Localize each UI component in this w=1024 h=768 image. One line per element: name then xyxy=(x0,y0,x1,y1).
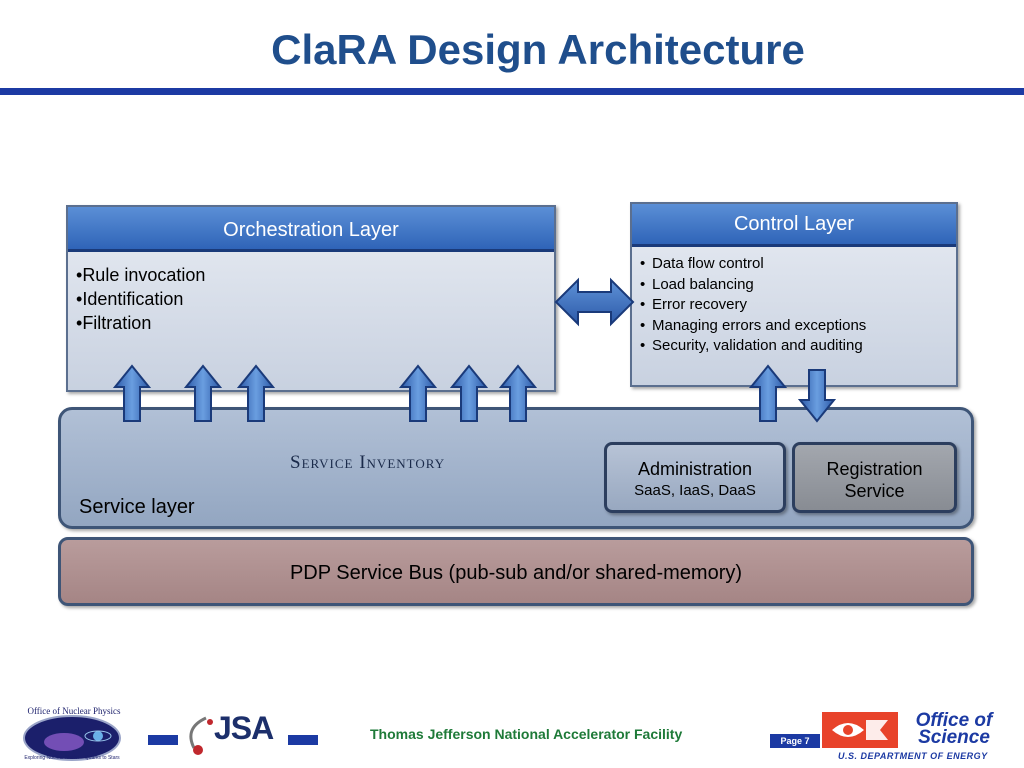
page-number: Page 7 xyxy=(770,734,820,748)
jsa-logo-text: JSA xyxy=(214,710,274,746)
office-of-science-logo xyxy=(822,712,898,748)
orchestration-layer-box: Orchestration Layer Rule invocation Iden… xyxy=(66,205,556,392)
administration-subtitle: SaaS, IaaS, DaaS xyxy=(634,482,756,499)
science-line: Science xyxy=(918,727,990,748)
administration-box: Administration SaaS, IaaS, DaaS xyxy=(604,442,786,513)
control-bullet: Error recovery xyxy=(640,295,866,316)
double-arrow xyxy=(554,277,635,327)
control-bullet: Load balancing xyxy=(640,275,866,296)
control-bullet: Security, validation and auditing xyxy=(640,336,866,357)
office-of-nuclear-physics-logo: Office of Nuclear Physics Exploring Nucl… xyxy=(23,706,121,761)
administration-title: Administration xyxy=(637,459,753,479)
service-inventory-label: Service Inventory xyxy=(290,452,446,473)
footer-bar-left xyxy=(148,735,178,745)
orchestration-bullet: Rule invocation xyxy=(76,263,205,287)
office-of-line: Office of xyxy=(915,710,993,731)
office-of-science-text: Office of Science xyxy=(904,710,1004,748)
jsa-logo xyxy=(189,716,213,755)
orchestration-layer-header: Orchestration Layer xyxy=(68,207,554,252)
control-bullet: Managing errors and exceptions xyxy=(640,316,866,337)
slide-title: ClaRA Design Architecture xyxy=(271,26,805,73)
title-rule xyxy=(0,88,1024,95)
doe-text: U.S. DEPARTMENT OF ENERGY xyxy=(838,751,988,761)
onp-logo-title: Office of Nuclear Physics xyxy=(27,706,121,716)
onp-logo-tagline: Exploring Nuclear Matter – Quarks to Sta… xyxy=(24,755,120,761)
facility-name: Thomas Jefferson National Accelerator Fa… xyxy=(370,726,683,742)
control-layer-header: Control Layer xyxy=(632,204,956,247)
orchestration-bullet: Identification xyxy=(76,287,205,311)
pdp-service-bus: PDP Service Bus (pub-sub and/or shared-m… xyxy=(58,537,974,606)
registration-service-box: Registration Service xyxy=(792,442,957,513)
registration-line1: Registration xyxy=(826,459,923,479)
control-bullets: Data flow control Load balancing Error r… xyxy=(640,254,866,357)
control-layer-box: Control Layer Data flow control Load bal… xyxy=(630,202,958,387)
control-bullet: Data flow control xyxy=(640,254,866,275)
footer-bar-mid xyxy=(288,735,318,745)
registration-line2: Service xyxy=(844,481,905,501)
orchestration-bullets: Rule invocation Identification Filtratio… xyxy=(76,263,205,335)
service-layer-label: Service layer xyxy=(79,496,195,518)
orchestration-bullet: Filtration xyxy=(76,311,205,335)
